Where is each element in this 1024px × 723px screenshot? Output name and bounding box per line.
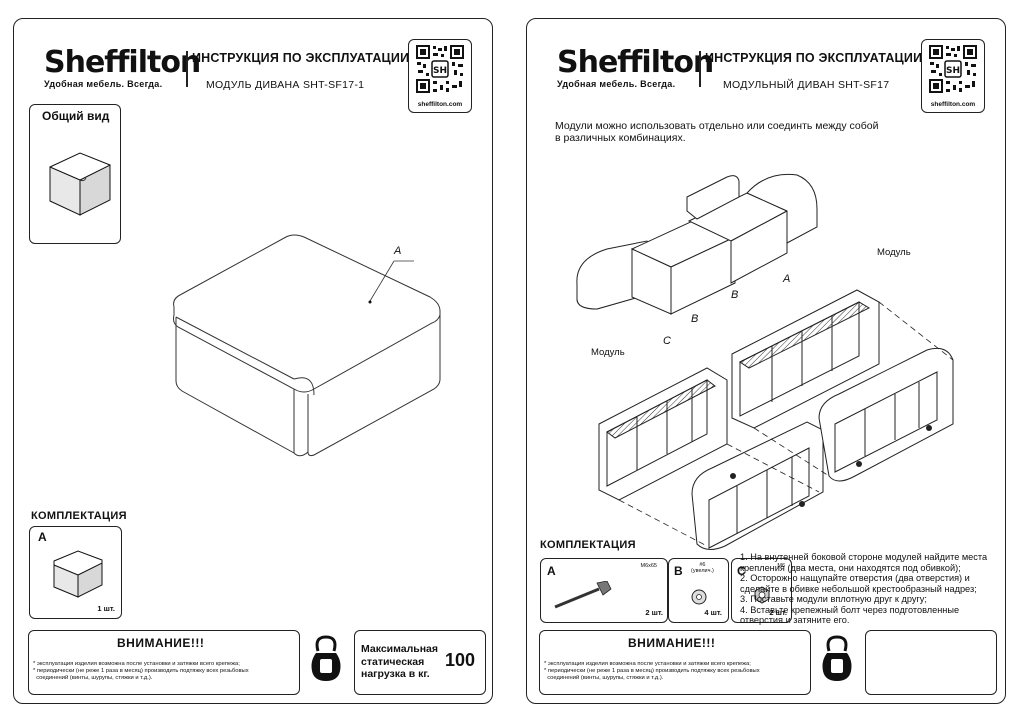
- qr-code-icon: SH: [929, 45, 977, 93]
- step-line: 2. Осторожно нащупайте отверстия (два от…: [740, 573, 970, 583]
- step-line: крепления (два места, они находятся под …: [740, 562, 961, 573]
- qr-code-icon: SH: [416, 45, 464, 93]
- kit-item-a-qty: 2 шт.: [645, 608, 663, 617]
- brand-logo: Sheffilton Удобная мебель. Всегда.: [557, 45, 714, 90]
- kit-item-c-qty: 2 шт.: [769, 608, 787, 617]
- kit-item-b-letter: B: [674, 564, 683, 578]
- max-load-box: [865, 630, 997, 695]
- module-assembly-drawing: [598, 289, 954, 550]
- label-fastener-b2: В: [691, 313, 699, 325]
- kettlebell-icon: [822, 635, 852, 681]
- intro-line-1: Модули можно использовать отдельно или с…: [555, 120, 879, 132]
- warning-title: ВНИМАНИЕ!!!: [628, 636, 716, 650]
- brand-name: Sheffilton: [557, 45, 714, 80]
- label-fastener-a: А: [783, 273, 791, 285]
- intro-line-2: в различных комбинациях.: [555, 132, 686, 144]
- intro-text: Модули можно использовать отдельно или с…: [555, 120, 878, 144]
- kit-item-b-qty: 4 шт.: [704, 608, 722, 617]
- step-line: 4. Вставьте крепежный болт через подгото…: [740, 604, 960, 615]
- overview-box: Общий вид: [29, 104, 121, 244]
- max-load-value: 100: [445, 650, 476, 670]
- brand-name: Sheffilton: [44, 45, 201, 80]
- header-divider: [186, 51, 188, 87]
- brand-tagline: Удобная мебель. Всегда.: [557, 79, 676, 89]
- instruction-sheet-left: Sheffilton Удобная мебель. Всегда. ИНСТР…: [13, 18, 493, 704]
- qr-code[interactable]: SH sheffilton.com: [921, 39, 985, 113]
- kit-item-c-box: C M6 2 шт.: [731, 558, 792, 623]
- overview-module-icon: [49, 152, 111, 216]
- kit-item-a-spec: M6x65: [640, 563, 657, 569]
- website-url[interactable]: sheffilton.com: [930, 101, 976, 108]
- label-module-left: Модуль: [591, 347, 625, 358]
- label-module-top: Модуль: [877, 247, 911, 258]
- brand-tagline: Удобная мебель. Всегда.: [44, 79, 163, 89]
- qr-badge-text: SH: [946, 66, 960, 76]
- label-fastener-c: С: [663, 335, 671, 347]
- kit-item-letter: А: [38, 530, 47, 544]
- label-fastener-b1: В: [731, 289, 739, 301]
- header-divider: [699, 51, 701, 87]
- qr-badge-text: SH: [433, 66, 447, 76]
- kit-item-a-box: А 1 шт.: [29, 526, 122, 619]
- kit-item-c-letter: C: [737, 564, 746, 578]
- warning-box: ВНИМАНИЕ!!! * эксплуатация изделия возмо…: [539, 630, 811, 695]
- module-combination-drawing: [576, 173, 818, 315]
- bolt-icon: [554, 581, 612, 609]
- warning-title: ВНИМАНИЕ!!!: [117, 636, 205, 650]
- module-isometric-drawing: [173, 234, 441, 457]
- assembly-steps: 1. На внутенней боковой стороне модулей …: [740, 552, 987, 626]
- overview-label: Общий вид: [42, 109, 110, 123]
- part-marker-a: А: [394, 245, 402, 257]
- kit-item-c-spec: M6: [777, 563, 785, 569]
- step-line: 3. Поставьте модули вплотную друг к друг…: [740, 594, 927, 604]
- qr-code[interactable]: SH sheffilton.com: [408, 39, 472, 113]
- step-line: 1. На внутенней боковой стороне модулей …: [740, 552, 988, 562]
- kit-item-a-letter: A: [547, 564, 556, 578]
- kit-item-a-box: A M6x65 2 шт.: [540, 558, 668, 623]
- warning-text: * эксплуатация изделия возможна после ус…: [544, 661, 760, 681]
- max-load-label-line2: статическая: [361, 655, 425, 668]
- kit-module-icon: [53, 550, 103, 598]
- instruction-sheet-right: Sheffilton Удобная мебель. Всегда. ИНСТР…: [526, 18, 1006, 704]
- kettlebell-icon: [311, 635, 341, 681]
- max-load-label-line3: нагрузка в кг.: [361, 668, 430, 680]
- kit-item-qty: 1 шт.: [97, 604, 115, 613]
- step-line: отверстия и затяните его.: [740, 615, 850, 625]
- max-load-label: Максимальная статическая нагрузка в кг.: [361, 643, 438, 681]
- max-load-box: Максимальная статическая нагрузка в кг. …: [354, 630, 486, 695]
- warning-text: * эксплуатация изделия возможна после ус…: [33, 661, 249, 681]
- page-title: ИНСТРУКЦИЯ ПО ЭКСПЛУАТАЦИИ: [192, 51, 410, 65]
- max-load-label-line1: Максимальная: [361, 643, 439, 655]
- page-subtitle: МОДУЛЬ ДИВАНА SHT-SF17-1: [206, 79, 365, 91]
- kit-item-b-spec: #6 (увелич.): [691, 562, 714, 574]
- brand-logo: Sheffilton Удобная мебель. Всегда.: [44, 45, 201, 90]
- page-title: ИНСТРУКЦИЯ ПО ЭКСПЛУАТАЦИИ: [705, 51, 923, 65]
- website-url[interactable]: sheffilton.com: [417, 101, 463, 108]
- step-line: сделайте в обивке небольшой крестообразн…: [740, 583, 977, 594]
- warning-box: ВНИМАНИЕ!!! * эксплуатация изделия возмо…: [28, 630, 300, 695]
- kit-title: КОМПЛЕКТАЦИЯ: [31, 510, 127, 522]
- kit-item-b-box: B #6 (увелич.) 4 шт.: [668, 558, 729, 623]
- page-subtitle: МОДУЛЬНЫЙ ДИВАН SHT-SF17: [723, 79, 890, 91]
- washer-icon: [691, 589, 707, 605]
- kit-title: КОМПЛЕКТАЦИЯ: [540, 539, 636, 551]
- nut-icon: [754, 586, 770, 604]
